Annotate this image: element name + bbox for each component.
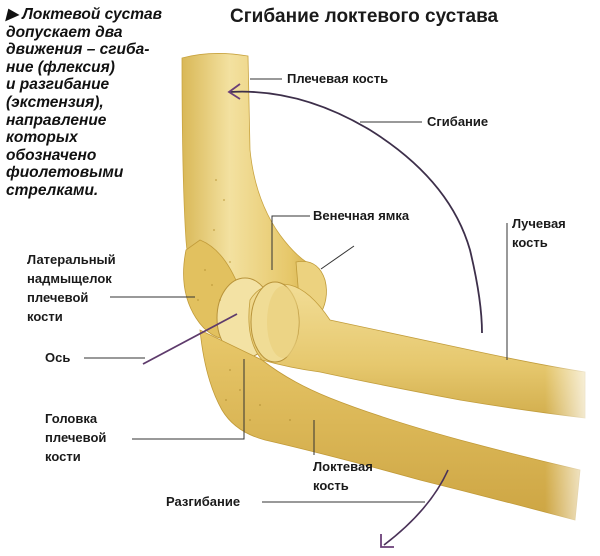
- diagram-title: Сгибание локтевого сустава: [230, 6, 499, 27]
- label-radius: Лучевая кость: [512, 216, 566, 250]
- label-humerus: Плечевая кость: [287, 71, 389, 86]
- axis-line: [142, 313, 238, 365]
- label-flexion: Сгибание: [427, 114, 489, 129]
- label-coronoid-fossa: Венечная ямка: [313, 208, 410, 223]
- flexion-arrow: [227, 83, 483, 334]
- label-extension: Разгибание: [166, 494, 241, 509]
- humerus-bone: [181, 53, 327, 359]
- intro-text: ▶ Локтевой сустав допускает два движения…: [6, 6, 163, 199]
- leader-lines: [84, 78, 508, 503]
- ulna-bone: [199, 329, 581, 521]
- label-axis: Ось: [45, 350, 71, 365]
- label-ulna: Локтевая кость: [313, 459, 373, 493]
- label-lateral-epicondyle: Латеральный надмыщелок плечевой кости: [27, 252, 116, 324]
- bullet-triangle-icon: ▶: [6, 6, 18, 23]
- radius-bone: [248, 281, 586, 419]
- extension-arrow: [380, 469, 449, 548]
- label-capitulum: Головка плечевой кости: [45, 411, 107, 464]
